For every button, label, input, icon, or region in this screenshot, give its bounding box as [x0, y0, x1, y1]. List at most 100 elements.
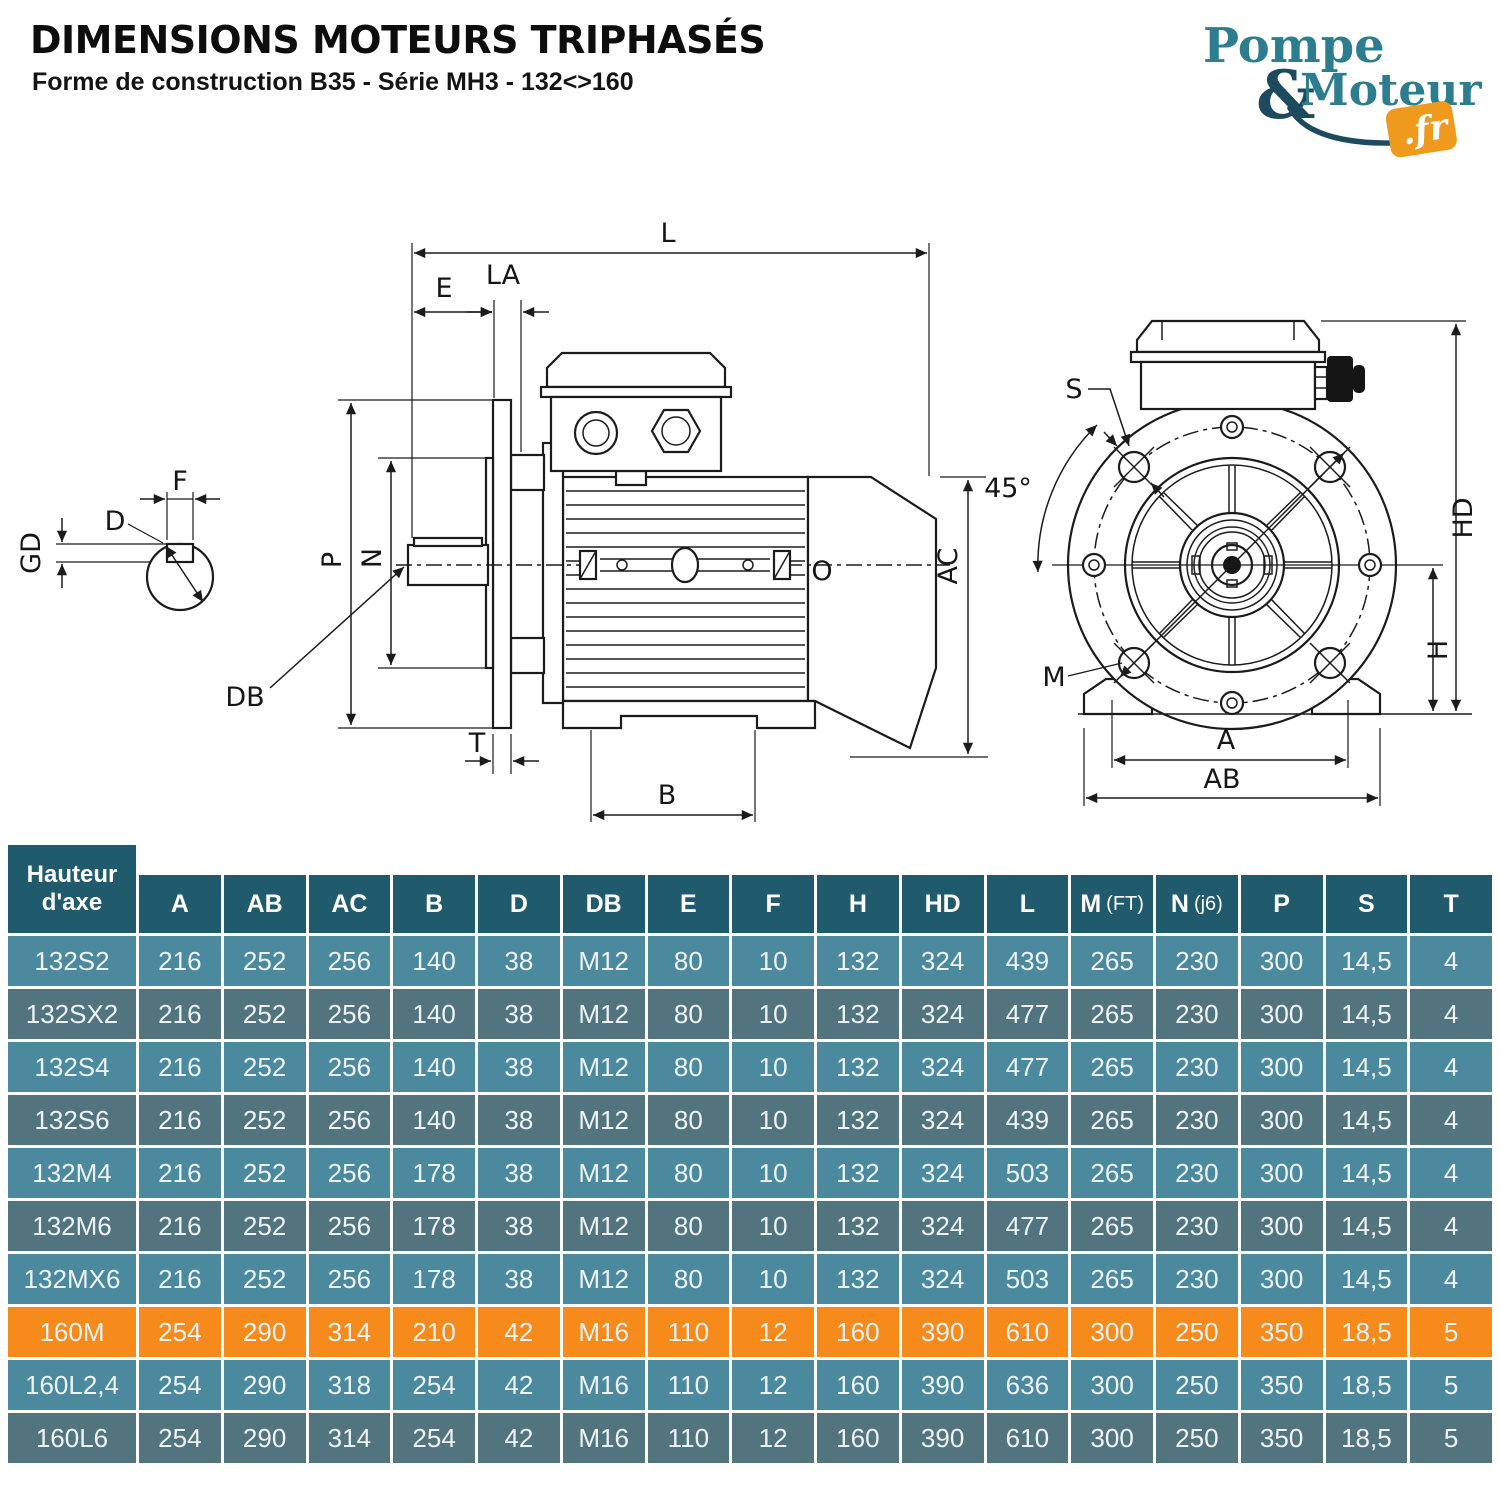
table-cell: 300: [1240, 1148, 1323, 1198]
row-header: 132M6: [8, 1201, 136, 1251]
table-cell: 80: [647, 1042, 730, 1092]
dim-label-db: DB: [225, 682, 264, 713]
column-header-f: F: [732, 875, 814, 933]
table-cell: 265: [1071, 1201, 1153, 1251]
page-subtitle: Forme de construction B35 - Série MH3 - …: [32, 68, 634, 96]
table-cell: 14,5: [1325, 1095, 1408, 1145]
table-cell: 252: [223, 1095, 306, 1145]
table-cell: 503: [986, 1254, 1069, 1304]
table-cell: 14,5: [1325, 1042, 1408, 1092]
table-cell: 265: [1071, 989, 1153, 1039]
table-cell: 4: [1410, 1254, 1492, 1304]
table-cell: 42: [478, 1307, 560, 1357]
table-cell: 610: [986, 1307, 1069, 1357]
table-cell: 5: [1410, 1413, 1492, 1463]
table-cell: 300: [1071, 1360, 1153, 1410]
table-cell: M12: [562, 989, 645, 1039]
table-cell: 256: [308, 989, 391, 1039]
table-cell: 80: [647, 1254, 730, 1304]
table-cell: 290: [223, 1413, 306, 1463]
row-header: 132MX6: [8, 1254, 136, 1304]
table-cell: 300: [1071, 1307, 1153, 1357]
table-cell: M12: [562, 1042, 645, 1092]
table-cell: 256: [308, 1201, 391, 1251]
table-cell: 290: [223, 1307, 306, 1357]
table-cell: 265: [1071, 936, 1153, 986]
table-cell: 252: [223, 1042, 306, 1092]
table-cell: 252: [223, 1148, 306, 1198]
table-cell: 300: [1240, 1254, 1323, 1304]
table-cell: 230: [1156, 1254, 1238, 1304]
table-cell: M12: [562, 1254, 645, 1304]
table-cell: 230: [1156, 1148, 1238, 1198]
table-cell: 80: [647, 1095, 730, 1145]
table-cell: 10: [732, 1254, 814, 1304]
table-cell: 439: [986, 936, 1069, 986]
table-cell: 10: [732, 1148, 814, 1198]
table-cell: 216: [139, 1201, 221, 1251]
table-cell: 38: [478, 989, 560, 1039]
dim-label-p: P: [317, 552, 348, 568]
table-cell: 230: [1156, 989, 1238, 1039]
dim-label-e: E: [435, 273, 452, 304]
dim-label-hd: HD: [1448, 497, 1479, 538]
fan-spokes: [1132, 465, 1332, 665]
table-cell: 610: [986, 1413, 1069, 1463]
table-cell: M12: [562, 1095, 645, 1145]
table-cell: M16: [562, 1307, 645, 1357]
table-cell: 10: [732, 1042, 814, 1092]
table-cell: 216: [139, 1095, 221, 1145]
column-header-d: D: [478, 875, 560, 933]
column-header-h: H: [817, 875, 899, 933]
table-cell: 140: [393, 1095, 475, 1145]
table-cell: 178: [393, 1201, 475, 1251]
table-cell: 252: [223, 936, 306, 986]
table-cell: 132: [817, 989, 899, 1039]
dim-label-l: L: [660, 218, 675, 249]
table-cell: 503: [986, 1148, 1069, 1198]
logo-fr-badge: .fr: [1385, 101, 1457, 158]
dim-label-m: M: [1042, 662, 1065, 693]
table-cell: 14,5: [1325, 1148, 1408, 1198]
table-cell: 324: [901, 1201, 984, 1251]
table-cell: 80: [647, 1148, 730, 1198]
dim-label-la: LA: [486, 260, 521, 291]
column-header-a: A: [139, 875, 221, 933]
dim-label-b: B: [658, 780, 677, 811]
logo-ampersand: &: [1256, 56, 1316, 134]
table-cell: 252: [223, 1201, 306, 1251]
table-cell: 12: [732, 1307, 814, 1357]
table-cell: 4: [1410, 1042, 1492, 1092]
table-cell: 250: [1156, 1360, 1238, 1410]
table-cell: 300: [1240, 1201, 1323, 1251]
table-cell: 18,5: [1325, 1413, 1408, 1463]
row-header: 132SX2: [8, 989, 136, 1039]
table-cell: 14,5: [1325, 989, 1408, 1039]
table-cell: 250: [1156, 1413, 1238, 1463]
table-cell: 300: [1240, 989, 1323, 1039]
table-cell: 80: [647, 1201, 730, 1251]
table-cell: 290: [223, 1360, 306, 1410]
row-header: 132S4: [8, 1042, 136, 1092]
table-cell: 318: [308, 1360, 391, 1410]
cable-gland: [1327, 356, 1353, 402]
table-cell: 12: [732, 1413, 814, 1463]
table-cell: 254: [139, 1307, 221, 1357]
table-cell: 110: [647, 1360, 730, 1410]
table-cell: 160: [817, 1413, 899, 1463]
table-cell: 324: [901, 1254, 984, 1304]
table-cell: 5: [1410, 1360, 1492, 1410]
table-cell: 254: [393, 1413, 475, 1463]
column-header-db: DB: [562, 875, 645, 933]
table-cell: 216: [139, 1042, 221, 1092]
table-cell: 230: [1156, 1042, 1238, 1092]
motor-side-view: L E LA P N DB T B: [225, 218, 988, 822]
logo-tld: .fr: [1399, 106, 1453, 154]
